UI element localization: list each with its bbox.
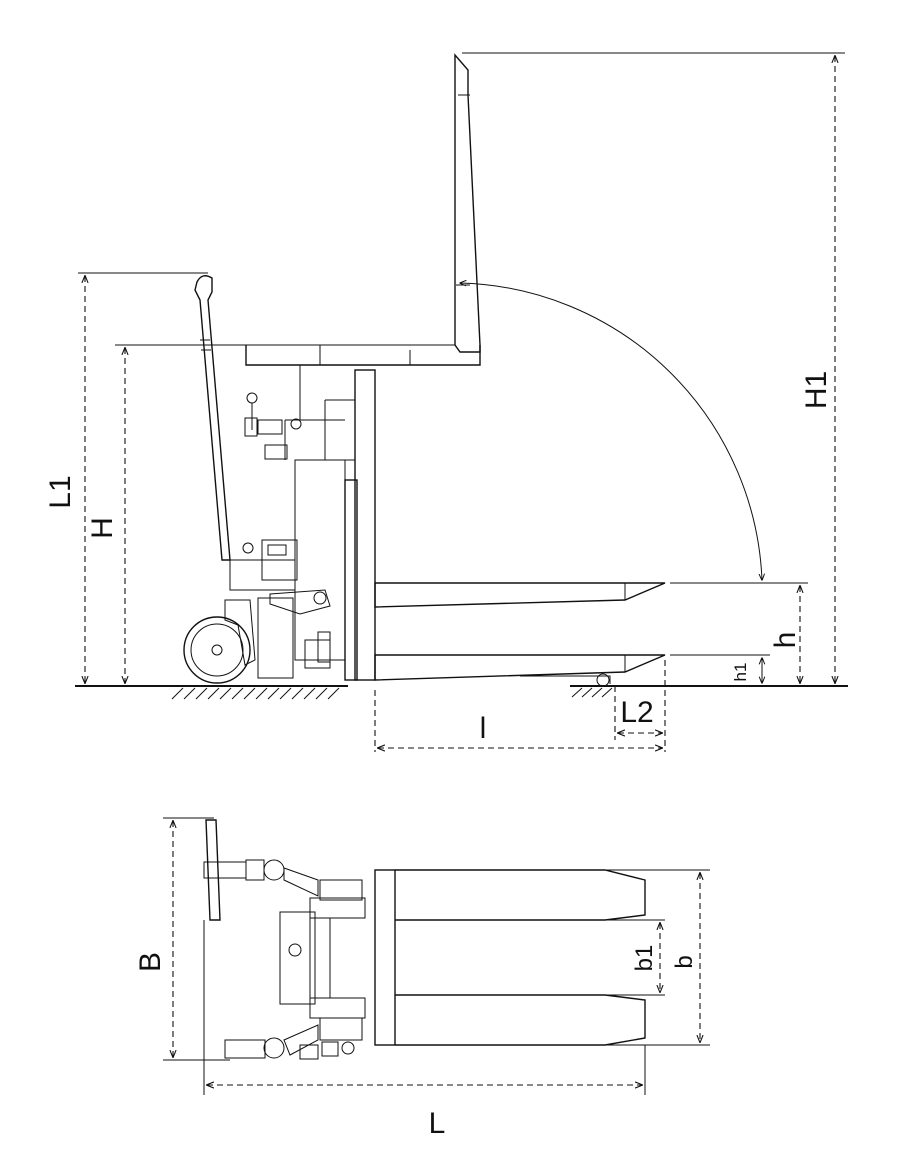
tiller-handle bbox=[194, 275, 231, 561]
top-view: B b1 b L bbox=[134, 817, 710, 1140]
label-b: b bbox=[671, 955, 698, 968]
dim-h bbox=[670, 582, 808, 683]
side-view: L1 H H1 h h1 l L2 bbox=[44, 52, 848, 752]
tilt-angle-arc bbox=[460, 283, 762, 580]
dim-L bbox=[203, 920, 646, 1095]
dim-B bbox=[163, 817, 230, 1061]
dim-l bbox=[374, 660, 666, 752]
dim-H bbox=[115, 344, 246, 683]
label-b1: b1 bbox=[631, 945, 658, 972]
dim-H1 bbox=[462, 52, 845, 683]
label-H1: H1 bbox=[800, 371, 833, 409]
label-h1: h1 bbox=[731, 663, 750, 682]
pump-unit bbox=[229, 392, 302, 591]
dim-h1 bbox=[670, 654, 770, 683]
label-B: B bbox=[134, 952, 167, 972]
label-L1: L1 bbox=[44, 475, 77, 508]
label-H: H bbox=[86, 517, 119, 539]
label-L2: L2 bbox=[620, 696, 653, 729]
raised-platform bbox=[245, 53, 481, 366]
steer-wheel bbox=[183, 589, 331, 684]
ground-hatch-right bbox=[571, 687, 613, 698]
dim-L2 bbox=[614, 686, 662, 740]
ground-hatch-left bbox=[171, 687, 340, 700]
dim-L1 bbox=[78, 272, 208, 683]
dim-b bbox=[605, 869, 710, 1046]
forks-side bbox=[374, 582, 666, 687]
label-h: h bbox=[769, 632, 802, 649]
label-l: l bbox=[480, 712, 487, 745]
label-L: L bbox=[429, 1107, 446, 1140]
